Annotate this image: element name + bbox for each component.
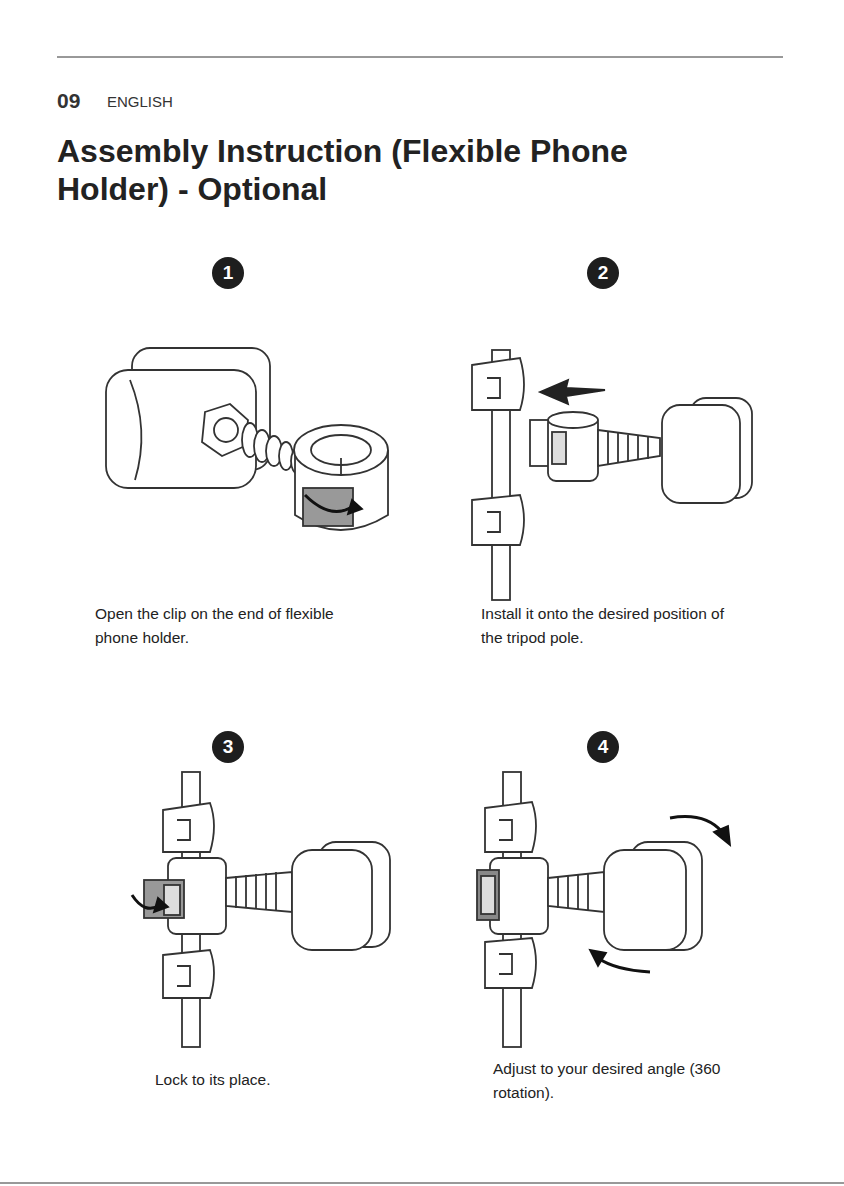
step-number: 4 <box>587 731 619 763</box>
step-number-text: 2 <box>598 262 609 284</box>
step-caption: Open the clip on the end of flexible pho… <box>95 602 367 650</box>
step-caption: Adjust to your desired angle (360 rotati… <box>493 1057 723 1105</box>
rule-line <box>57 57 783 58</box>
step-number-text: 1 <box>223 262 234 284</box>
step-number: 3 <box>212 731 244 763</box>
pole-step2 <box>472 350 752 600</box>
step-caption: Lock to its place. <box>155 1068 355 1092</box>
page-title: Assembly Instruction (Flexible Phone Hol… <box>57 132 667 208</box>
rule-line <box>0 1183 844 1184</box>
step-number-text: 3 <box>223 736 234 758</box>
pole-step4 <box>477 772 730 1047</box>
page-number: 09 <box>57 90 97 111</box>
step-caption: Install it onto the desired position of … <box>481 602 741 650</box>
step-number: 1 <box>212 257 244 289</box>
pole-step3 <box>132 772 390 1047</box>
step-number-text: 4 <box>598 736 609 758</box>
language-tag: ENGLISH <box>107 94 227 109</box>
holder-step1 <box>106 348 388 530</box>
step-number: 2 <box>587 257 619 289</box>
